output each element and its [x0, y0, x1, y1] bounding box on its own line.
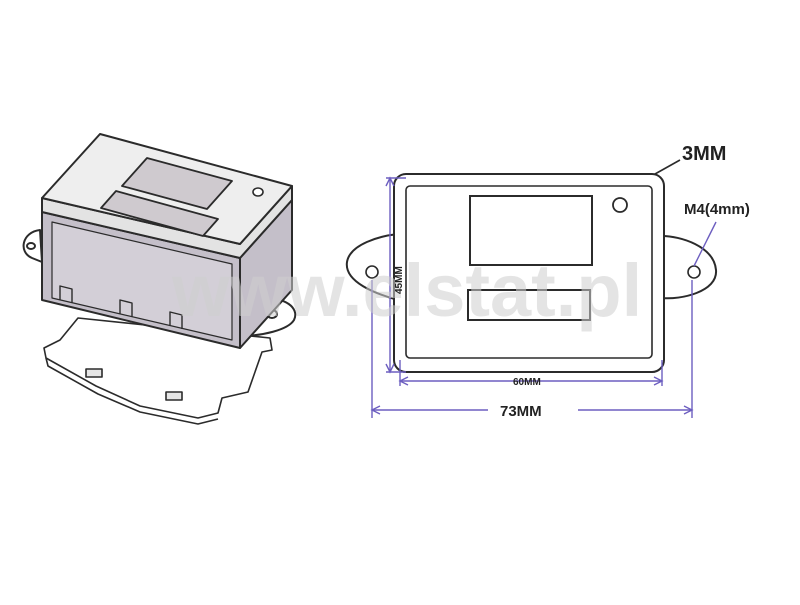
hole-label: M4(4mm) [684, 201, 750, 218]
bottom-cover [43, 317, 273, 425]
iso-button-window [100, 190, 219, 237]
button-window [467, 289, 591, 321]
left-tab-hole [26, 242, 36, 250]
display-window [469, 195, 593, 266]
front-view [345, 173, 718, 373]
thickness-label: 3MM [682, 143, 726, 165]
left-mount-hole [365, 265, 379, 279]
inner-width-label: 60MM [513, 377, 541, 388]
isometric-view [22, 133, 297, 425]
iso-display-window [121, 157, 233, 210]
total-width-label: 73MM [500, 403, 542, 420]
front-right-ear [661, 235, 718, 300]
watermark: www.elstat.pl [171, 249, 642, 332]
height-label: 45MM [394, 266, 405, 294]
dimension-lines [370, 176, 717, 418]
right-mount-hole [687, 265, 701, 279]
thickness-leader [654, 159, 681, 175]
indicator-led [612, 197, 628, 213]
iso-indicator-led [252, 187, 264, 197]
